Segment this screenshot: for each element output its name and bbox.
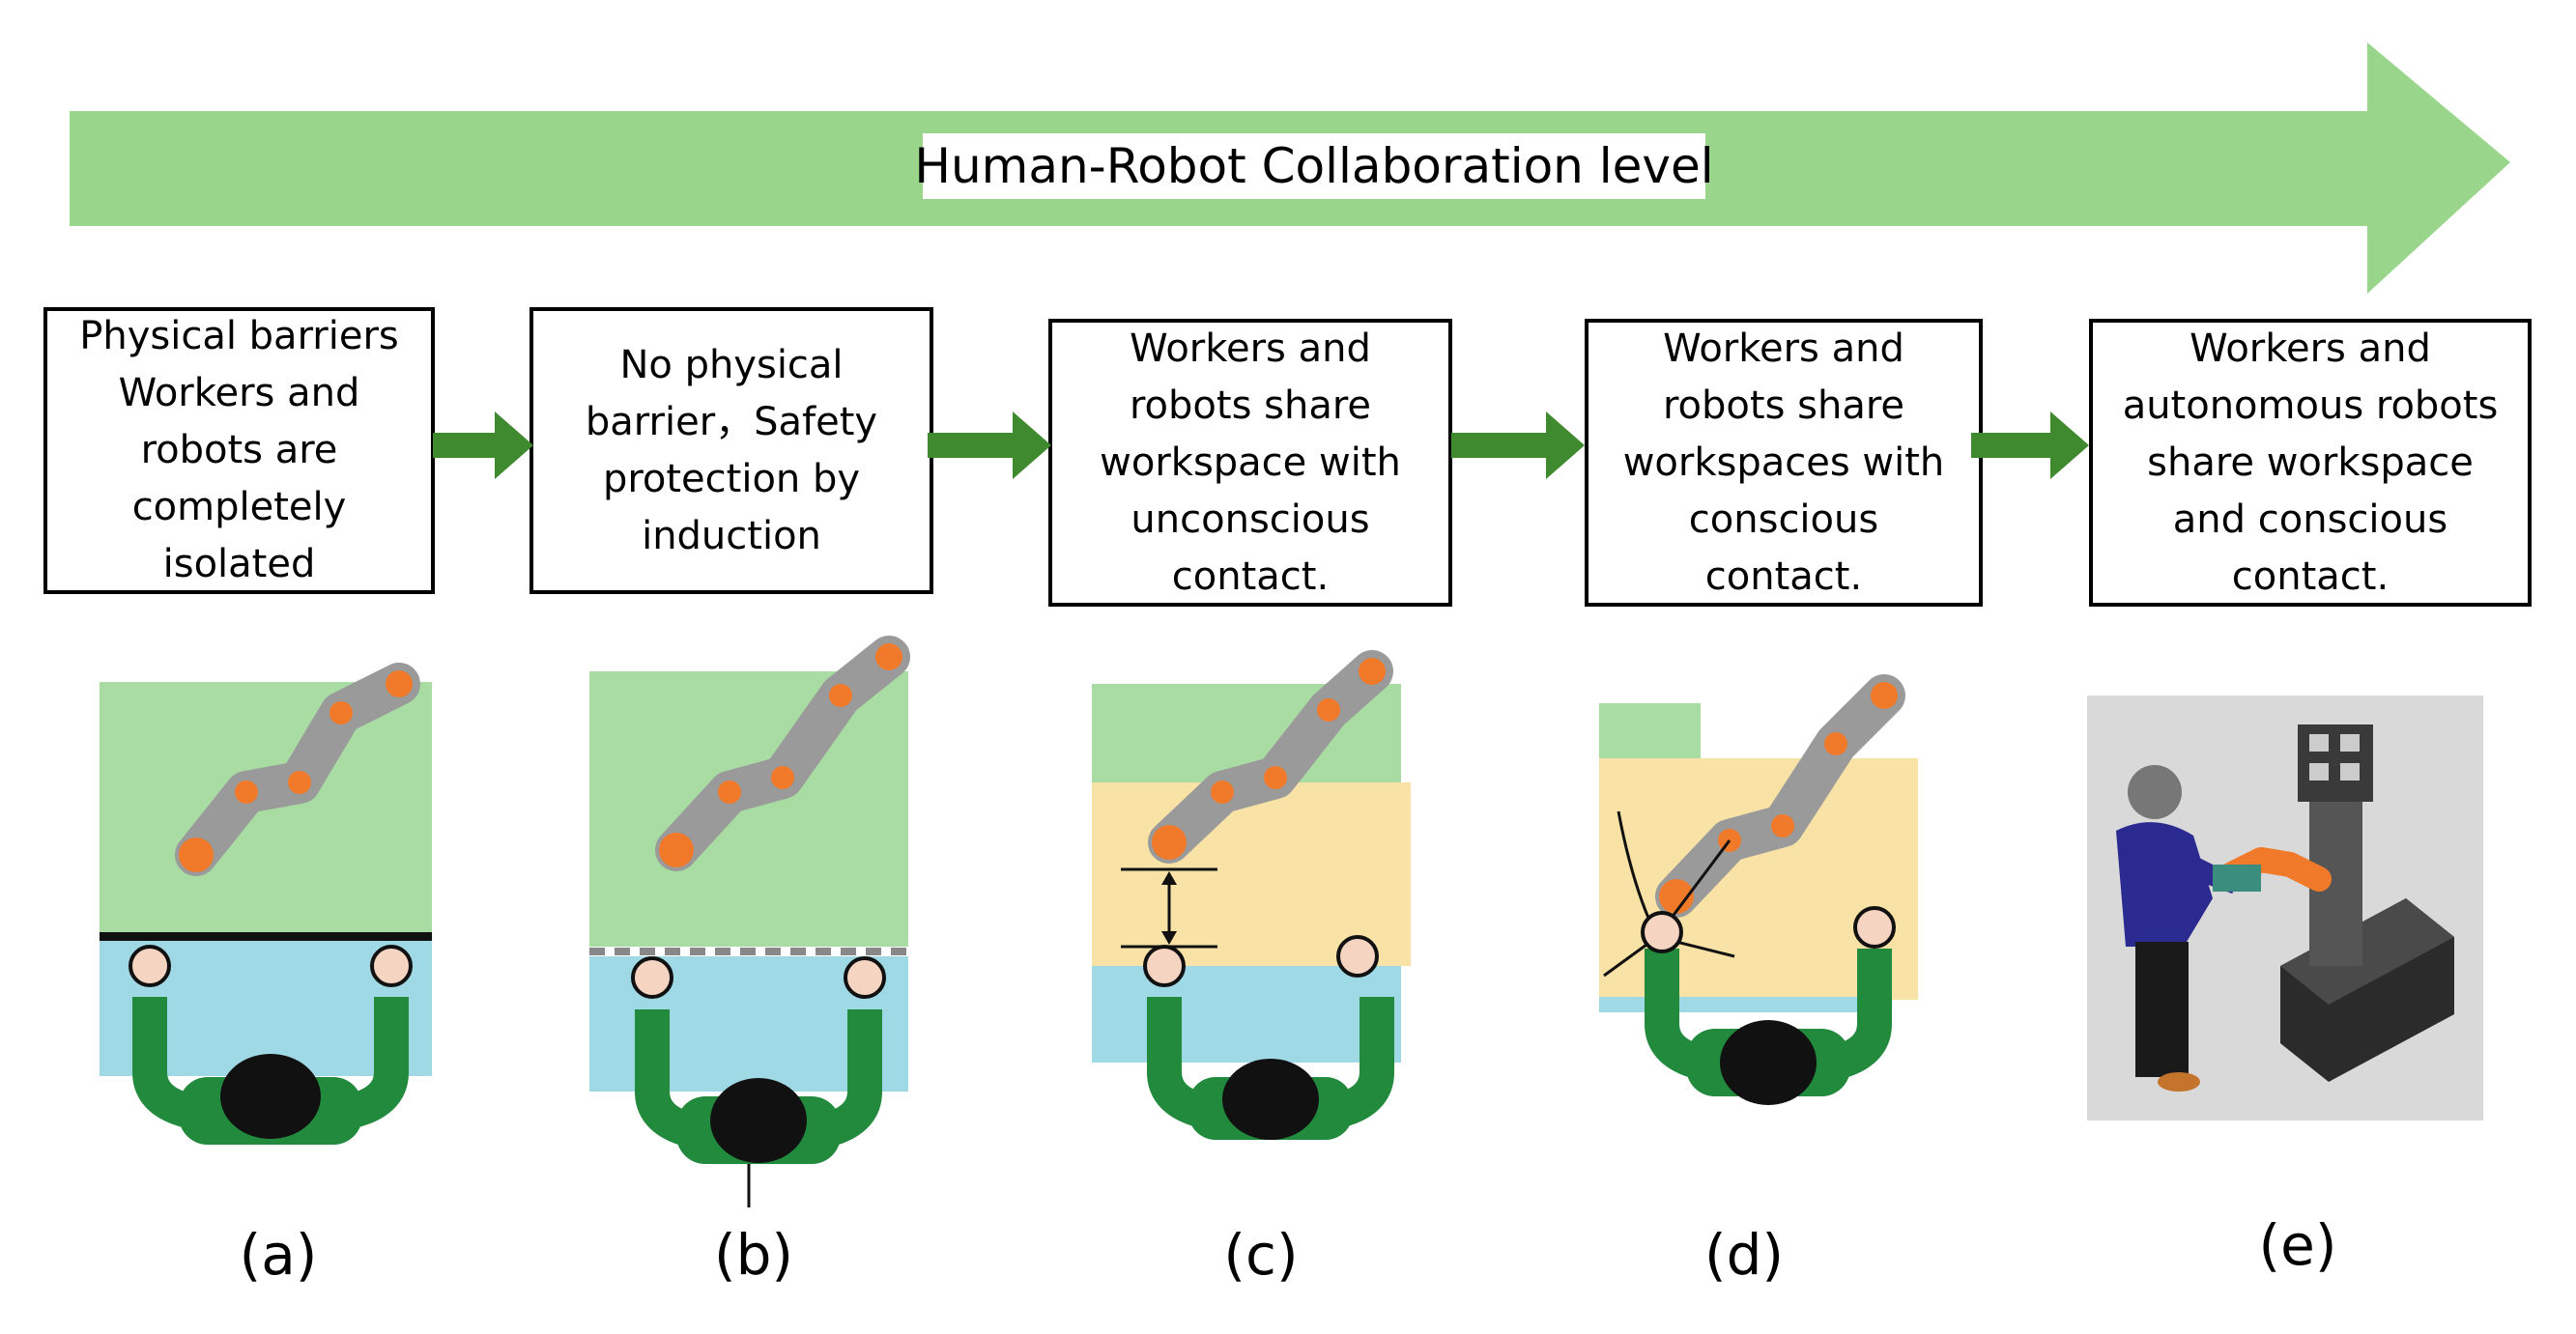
stage-text-c: Workers and robots share workspace with … (1100, 326, 1401, 599)
robot-arm-icon (655, 636, 910, 871)
flow-arrow-a-b (433, 412, 533, 479)
scene-a-illustration (100, 663, 432, 1145)
worker-zone (1599, 997, 1889, 1012)
stage-box-b: No physical barrier，Safety protection by… (530, 307, 933, 594)
stage-text-d: Workers and robots share workspaces with… (1622, 326, 1945, 599)
robot-arm-icon (1148, 650, 1393, 864)
worker-icon (1143, 935, 1394, 1140)
human-worker-figure (2116, 765, 2261, 1092)
panel-label-e: (e) (2258, 1212, 2337, 1278)
distance-indicator-icon (1121, 867, 1217, 949)
stage-box-a: Physical barriers Workers and robots are… (43, 307, 435, 594)
panel-label-b: (b) (713, 1222, 794, 1288)
stage-box-c: Workers and robots share workspace with … (1048, 319, 1452, 607)
panel-label-a: (a) (239, 1222, 318, 1288)
stage-text-e: Workers and autonomous robots share work… (2122, 326, 2499, 599)
robot-zone (589, 671, 908, 947)
flow-arrow-c-d (1451, 412, 1585, 479)
robot-arm-icon (1655, 674, 1905, 918)
worker-icon (129, 945, 413, 1145)
panel-label-c: (c) (1223, 1222, 1299, 1288)
robot-arm-icon (175, 663, 420, 876)
panel-label-d: (d) (1703, 1222, 1785, 1288)
worker-icon (631, 956, 886, 1207)
scene-b-illustration (589, 636, 910, 1207)
stage-box-d: Workers and robots share workspaces with… (1585, 319, 1983, 607)
mobile-robot-icon (2219, 724, 2454, 1082)
worker-icon (1641, 906, 1896, 1105)
stage-box-e: Workers and autonomous robots share work… (2089, 319, 2532, 607)
scene-d-illustration (1599, 674, 1918, 1105)
flow-arrow-b-c (928, 412, 1051, 479)
flow-arrow-d-e (1971, 412, 2089, 479)
stage-text-a: Physical barriers Workers and robots are… (79, 314, 399, 586)
worker-zone (1092, 966, 1401, 1063)
scene-c-illustration (1092, 650, 1411, 1140)
scene-e-photo (2087, 695, 2483, 1121)
banner-title: Human-Robot Collaboration level (914, 133, 1714, 199)
stage-text-b: No physical barrier，Safety protection by… (585, 342, 878, 558)
physical-barrier (100, 932, 432, 941)
